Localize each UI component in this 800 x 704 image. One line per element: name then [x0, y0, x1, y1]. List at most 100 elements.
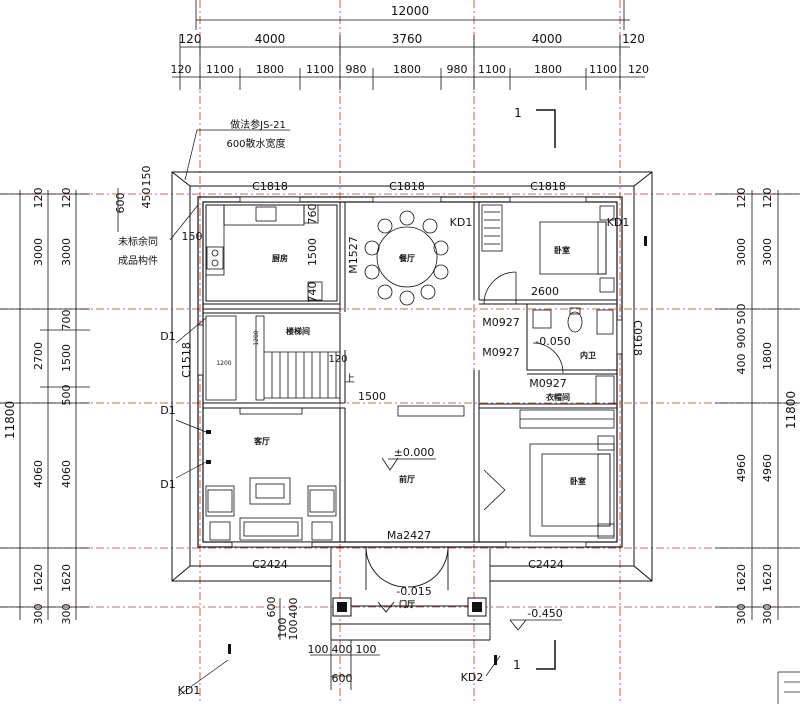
elev-outside-mark	[509, 619, 562, 631]
section-mark-bottom: 1	[513, 658, 521, 672]
door-ma2427: Ma2427	[387, 529, 431, 542]
lo-1: 3000	[32, 238, 45, 266]
dim-row2: 120 4000 3760 4000 120	[179, 32, 645, 46]
ro-5: 300	[761, 604, 774, 625]
stair-up: 上	[345, 373, 355, 385]
kitchen-fixtures	[205, 204, 323, 301]
room-kitchen: 厨房	[272, 253, 288, 263]
entry-porch	[330, 546, 491, 641]
dim-row2-2: 3760	[392, 32, 423, 46]
lo-3: 4060	[32, 460, 45, 488]
dim-row3-6: 980	[447, 63, 468, 76]
kd1-right: KD1	[607, 216, 630, 229]
left-dimensions	[0, 188, 119, 620]
door-m0927-2: M0927	[482, 346, 520, 359]
dim-row2-3: 4000	[532, 32, 563, 46]
ro-1: 3000	[761, 238, 774, 266]
ri-3: 900	[735, 328, 748, 349]
d1-living-top: D1	[160, 404, 175, 417]
dim-row3-4: 980	[346, 63, 367, 76]
stair	[205, 315, 340, 401]
left-outer-dims: 120 3000 2700 4060 1620 300	[32, 188, 45, 625]
stair-dim-1500: 1500	[358, 390, 386, 403]
kitchen-dim-1500: 1500	[306, 238, 319, 266]
li-7: 300	[60, 604, 73, 625]
ri-4: 400	[735, 354, 748, 375]
kd1-bottom-mark	[228, 644, 231, 654]
ri-5: 4960	[735, 454, 748, 482]
ls-0: 600	[114, 193, 127, 214]
d1-stair: D1	[160, 330, 175, 343]
door-m0927-1: M0927	[482, 316, 520, 329]
lo-4: 1620	[32, 564, 45, 592]
apron-outline	[171, 171, 653, 582]
li-2: 700	[60, 310, 73, 331]
room-dining: 餐厅	[398, 253, 415, 263]
dim-row2-1: 4000	[255, 32, 286, 46]
room-foyer: 前厅	[399, 474, 415, 484]
left-small-dims: 600 450 150	[114, 166, 153, 214]
dim-row2-4: 120	[622, 32, 645, 46]
ro-4: 1620	[761, 564, 774, 592]
ri-2: 500	[735, 304, 748, 325]
window-c1818-2: C1818	[389, 180, 425, 193]
kd1-bottom: KD1	[178, 684, 201, 697]
ri-1: 3000	[735, 238, 748, 266]
room-bedroom2: 卧室	[570, 476, 586, 486]
dim-total-depth-right: 11800	[784, 391, 798, 429]
dim-total-depth: 11800	[3, 401, 17, 439]
dim-row3-9: 1100	[589, 63, 617, 76]
room-stair: 楼梯间	[286, 326, 310, 336]
bd-v0: 600	[265, 597, 278, 618]
wall-mark-1	[206, 430, 211, 434]
room-living: 客厅	[253, 436, 270, 446]
kitchen-dim-150: 150	[182, 230, 203, 243]
lo-0: 120	[32, 188, 45, 209]
kd1-right-mark	[644, 236, 647, 246]
top-dimensions	[172, 0, 645, 90]
right-dimensions	[715, 190, 800, 620]
wall-mark-2	[206, 460, 211, 464]
dining-table	[364, 210, 449, 306]
section-mark-top: 1	[514, 106, 522, 120]
closet-fixtures	[519, 375, 615, 429]
dim-row3-8: 1800	[534, 63, 562, 76]
dim-row2-0: 120	[179, 32, 202, 46]
dim-row3-0: 120	[171, 63, 192, 76]
bd-h1: 400	[332, 643, 353, 656]
stair-dim-1200-a: 1200	[216, 360, 231, 367]
bottom-dimensions	[279, 598, 380, 690]
door-m0927-3: M0927	[529, 377, 567, 390]
elev-bath: -0.050	[535, 335, 570, 348]
li-1: 3000	[60, 238, 73, 266]
porch-column-left-inner	[337, 602, 347, 612]
li-5: 4060	[60, 460, 73, 488]
dim-row3-2: 1800	[256, 63, 284, 76]
dim-row3-7: 1100	[478, 63, 506, 76]
bd-v3: 100	[276, 618, 289, 639]
bedroom1-furniture	[481, 204, 615, 305]
lo-2: 2700	[32, 342, 45, 370]
right-outer-dims: 120 3000 1800 4960 1620 300	[761, 188, 774, 625]
elev-foyer: ±0.000	[394, 446, 435, 459]
window-c0918: C0918	[631, 320, 644, 356]
kitchen-dim-740: 740	[306, 282, 319, 303]
dim-row3-3: 1100	[306, 63, 334, 76]
ro-0: 120	[761, 188, 774, 209]
kd1-bedroom1: KD1	[450, 216, 473, 229]
ro-3: 4960	[761, 454, 774, 482]
elev-porch: -0.015	[396, 585, 431, 598]
window-c2424-2: C2424	[528, 558, 564, 571]
bd-v1: 100	[287, 620, 300, 641]
bedroom2-furniture	[483, 435, 615, 539]
li-0: 120	[60, 188, 73, 209]
bd-total: 600	[332, 672, 353, 685]
window-c2424-1: C2424	[252, 558, 288, 571]
door-m1527: M1527	[347, 236, 360, 274]
porch-column-right-inner	[472, 602, 482, 612]
note-prefab: 成品构件	[118, 254, 158, 267]
bedroom1-dim-2600: 2600	[531, 285, 559, 298]
li-4: 500	[60, 385, 73, 406]
